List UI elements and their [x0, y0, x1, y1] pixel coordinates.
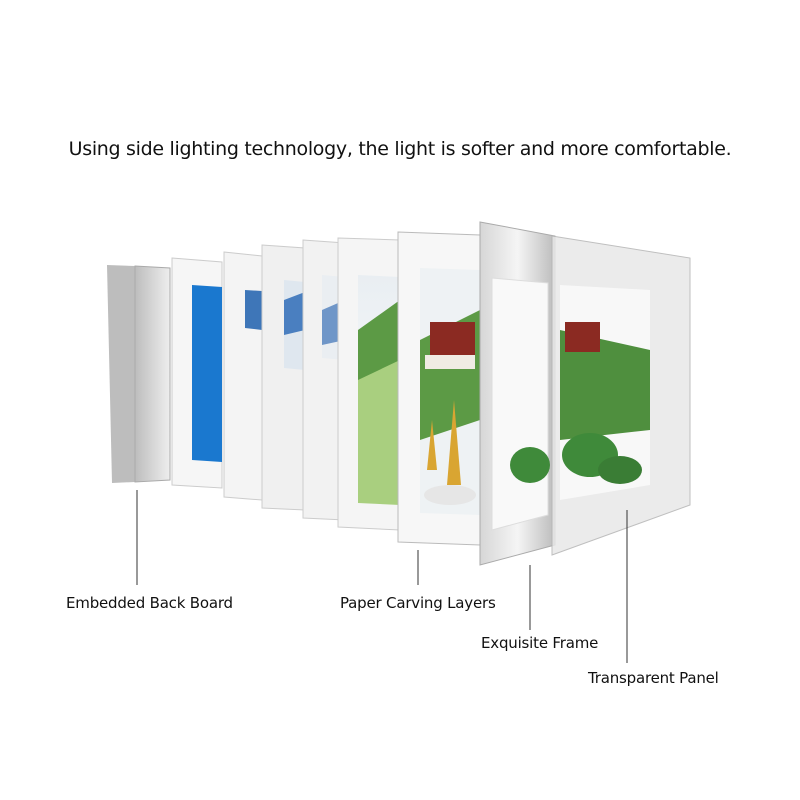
label-paper-layers: Paper Carving Layers [340, 594, 496, 612]
paper-layer-3 [223, 251, 263, 501]
paper-layer-6 [337, 237, 401, 531]
embedded-back-board [107, 265, 171, 483]
exquisite-frame [479, 221, 556, 566]
headline: Using side lighting technology, the ligh… [68, 138, 732, 160]
blue-backing-layer [171, 257, 223, 489]
label-transparent-panel: Transparent Panel [588, 669, 719, 687]
transparent-panel [510, 235, 691, 556]
paper-layer-4 [261, 244, 306, 511]
label-frame: Exquisite Frame [481, 634, 599, 652]
label-back-board: Embedded Back Board [66, 594, 233, 612]
paper-carving-front-layer [397, 231, 481, 546]
